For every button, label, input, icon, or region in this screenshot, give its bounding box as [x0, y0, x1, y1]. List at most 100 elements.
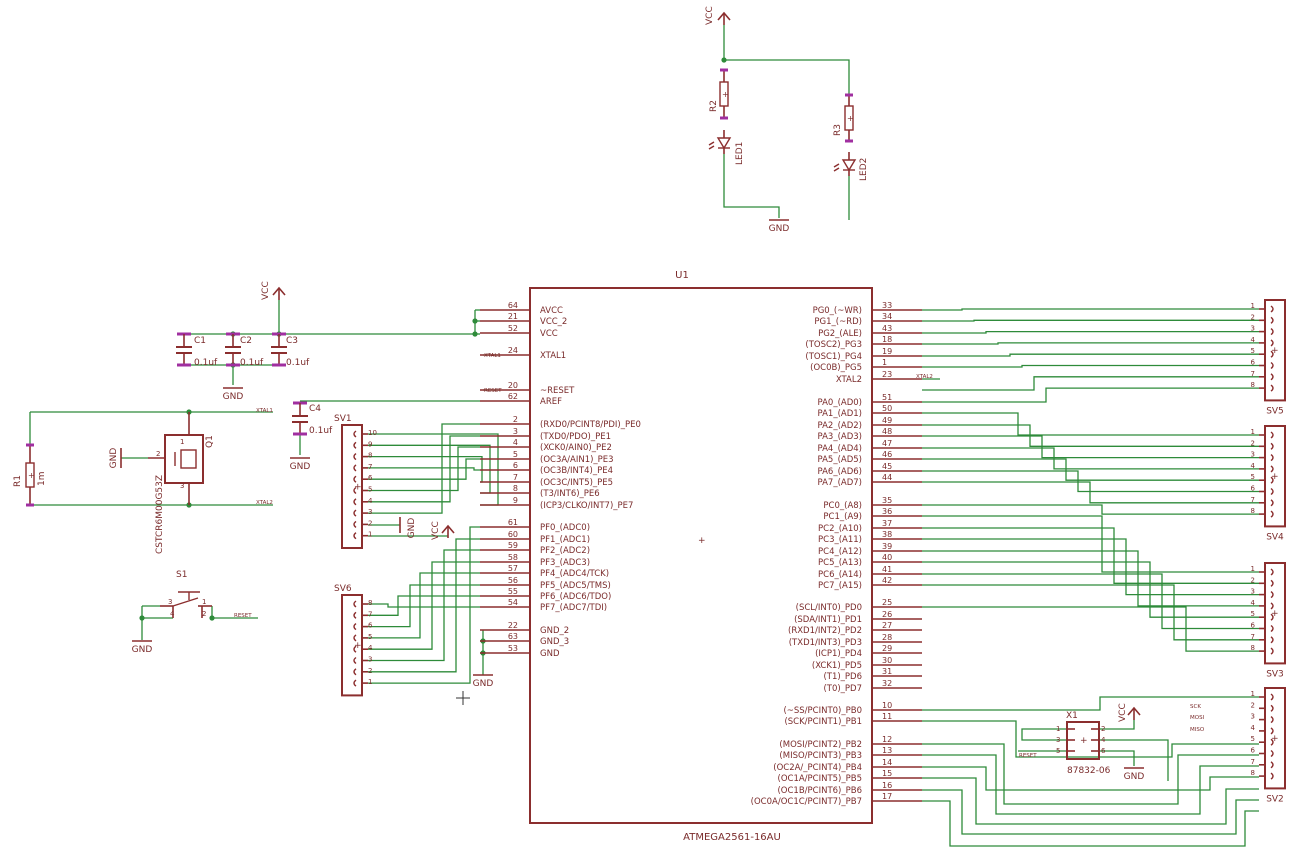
capacitor-c1: [176, 332, 192, 367]
u1-pin-number: 10: [882, 701, 892, 710]
header-pin-number: 8: [1251, 769, 1255, 777]
header-sv1: +SV1: [334, 414, 368, 549]
u1-pin-label: PF2_(ADC2): [540, 546, 590, 556]
capacitor-c3: [271, 332, 287, 367]
wire: [368, 603, 480, 608]
header-pin-number: 7: [368, 463, 372, 471]
header-plus: +: [1271, 472, 1279, 482]
wire: [922, 800, 1259, 847]
wire: [368, 435, 480, 503]
u1-pin-number: 41: [882, 565, 892, 574]
header-name: SV4: [1266, 532, 1284, 542]
led-triangle: [716, 137, 732, 150]
gnd-symbol: GND: [769, 219, 790, 234]
x1-pin-number: 5: [1056, 747, 1060, 755]
header-pin-number: 8: [368, 599, 372, 607]
header-pin-number: 4: [368, 644, 373, 652]
wire: [1099, 739, 1169, 781]
u1-pin-number: 48: [882, 427, 892, 436]
header-pin-number: 6: [1251, 622, 1256, 630]
header-pin-mark: [1270, 749, 1274, 758]
gnd-label: GND: [769, 224, 790, 234]
u1-pin-number: 57: [508, 564, 518, 573]
wire: [922, 458, 1259, 481]
wire: [922, 504, 1259, 515]
header-pin-number: 8: [1251, 381, 1255, 389]
r1-value: 1m: [37, 472, 47, 487]
u1-pin-number: 38: [882, 530, 892, 539]
header-pin-number: 1: [368, 678, 372, 686]
header-name: SV3: [1266, 669, 1284, 679]
junction-dot: [472, 318, 478, 324]
wire: [368, 584, 480, 628]
u1-pin-number: 16: [882, 781, 892, 790]
led-led1: [708, 130, 732, 154]
header-pin-mark: [1270, 316, 1274, 324]
header-pin-mark: [1270, 510, 1274, 518]
switch-contact: [172, 597, 199, 607]
u1-pin-number: 34: [882, 312, 892, 321]
u1-pin-label: PC6_(A14): [818, 570, 862, 580]
x1-pin-number: 6: [1101, 747, 1106, 755]
u1-pin-number: 62: [508, 392, 518, 401]
u1-pin-number: 11: [882, 712, 892, 721]
u1-pin-number: 6: [513, 461, 518, 470]
wire: [922, 584, 1259, 641]
header-pin-number: 10: [368, 429, 377, 437]
u1-pin-label: PC0_(A8): [823, 501, 862, 511]
header-pin-mark: [1270, 693, 1274, 701]
wire: [922, 538, 1259, 596]
u1-pin-label: (ICP3/CLKO/INT7)_PE7: [540, 501, 633, 511]
u1-pin-label: (TOSC2)_PG3: [805, 340, 862, 350]
u1-origin: +: [698, 536, 706, 546]
wire: [922, 573, 1259, 630]
header-pin-number: 1: [368, 531, 372, 539]
u1-name: U1: [675, 270, 689, 281]
header-pin-number: 6: [1251, 485, 1256, 493]
header-pin-mark: [1270, 339, 1274, 347]
u1-pin-number: 42: [882, 576, 892, 585]
u1-pin-label: (SDA/INT1)_PD1: [794, 615, 862, 625]
u1-pin-label: PC5_(A13): [818, 558, 862, 568]
crystal-pin: 2: [156, 450, 160, 458]
net-label-miso: MISO: [1190, 727, 1205, 733]
header-pin-number: 5: [1251, 473, 1255, 481]
u1-pin-number: 4: [513, 438, 518, 447]
led-ray: [708, 145, 715, 150]
u1-pin-label: PC7_(A15): [818, 581, 862, 591]
crystal-q1: 123: [148, 412, 204, 505]
header-name: SV6: [334, 584, 352, 594]
u1-pin-label: (OC0A/OC1C/PCINT7)_PB7: [751, 797, 862, 807]
crystal-pin: 3: [180, 482, 184, 490]
u1-pin-number: 32: [882, 679, 892, 688]
vcc-symbol: [1127, 706, 1141, 720]
r2-name: R2: [709, 100, 719, 112]
u1-pin-number: 17: [882, 792, 892, 801]
header-pin-number: 4: [1251, 336, 1256, 344]
u1-pin-label: PA5_(AD5): [818, 455, 862, 465]
u1-pin-number: 31: [882, 667, 892, 676]
u1-pin-number: 64: [508, 301, 518, 310]
wire: [922, 308, 1259, 311]
u1-pin-number: 24: [508, 346, 518, 355]
u1-pin-label: (OC1A/PCINT5)_PB5: [778, 774, 863, 784]
resistor-r1: +: [25, 443, 35, 507]
led-ray: [708, 141, 715, 146]
res-plus: +: [722, 90, 729, 99]
u1-pin-number: 7: [513, 473, 518, 482]
wire: [368, 458, 480, 480]
u1-pin-number: 33: [882, 301, 892, 310]
wire: [1099, 750, 1135, 766]
vcc-label: VCC: [705, 6, 715, 25]
gnd-label: GND: [290, 462, 311, 472]
header-pin-mark: [1270, 384, 1274, 392]
u1-pin-label: (OC3A/AIN1)_PE3: [540, 455, 614, 465]
header-pin-mark: [353, 634, 357, 642]
header-pin-number: 9: [368, 440, 372, 448]
wire: [922, 435, 1259, 459]
header-body: [1264, 562, 1286, 665]
junction-dot: [472, 331, 478, 337]
u1-pin-number: 30: [882, 656, 892, 665]
u1-pin-label: PC4_(A12): [818, 547, 862, 557]
wire: [724, 59, 850, 95]
